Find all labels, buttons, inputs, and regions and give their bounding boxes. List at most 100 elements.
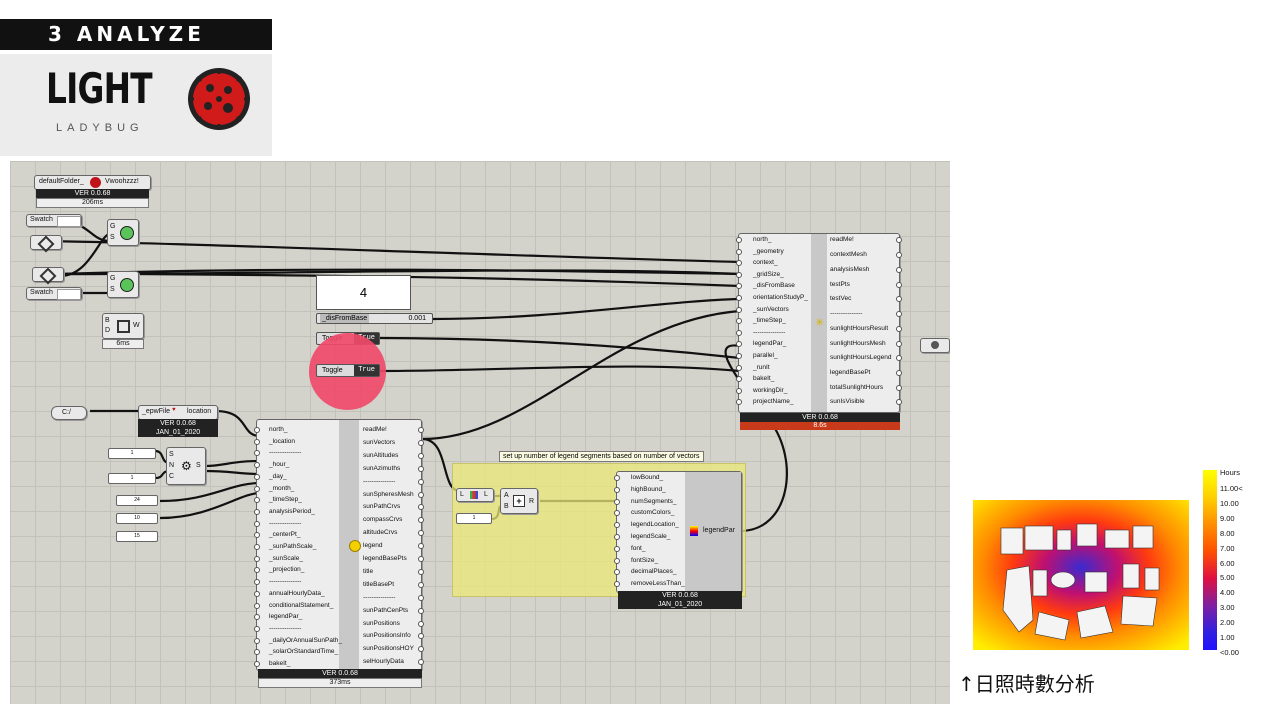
input-port <box>614 581 620 588</box>
version-text: VER 0.0.68 <box>662 592 698 599</box>
version-text: VER 0.0.68 <box>160 420 196 427</box>
sunpath-output-label: titleBasePt <box>363 580 395 588</box>
legend-par-input-label: removeLessThan_ <box>631 580 685 588</box>
param-icon <box>39 267 57 285</box>
toggle-run-it[interactable]: Toggle True <box>316 364 380 377</box>
output-port <box>418 452 424 459</box>
input-port <box>614 569 620 576</box>
sunpath-input-label: _sunScale_ <box>269 554 303 562</box>
output-port <box>418 427 424 433</box>
legend-par-input-label: font_ <box>631 544 646 552</box>
toggle-label: Toggle <box>322 367 343 374</box>
day-input[interactable]: 1 <box>108 473 156 484</box>
legend-label: 8.00 <box>1220 528 1235 538</box>
output-port <box>418 478 424 485</box>
brep-param-icon[interactable] <box>30 235 62 253</box>
sunpath-component[interactable]: north__location---------------_hour__day… <box>254 419 424 671</box>
addition-component[interactable]: A B + R <box>500 488 538 514</box>
sunpath-input-label: analysisPeriod_ <box>269 507 315 515</box>
one-input[interactable]: 1 <box>456 513 492 524</box>
input-port <box>254 485 260 492</box>
sunpath-input-label: _sunPathScale_ <box>269 543 317 550</box>
input-port <box>736 283 742 290</box>
port-w: W <box>133 322 140 329</box>
input-port <box>736 271 742 278</box>
legend-icon <box>690 526 698 536</box>
swatch-component-2[interactable]: Swatch <box>26 287 82 300</box>
sunpath-output-label: --------------- <box>363 477 396 485</box>
input-port <box>254 520 260 527</box>
sunlight-output-label: sunlightHoursMesh <box>830 340 886 347</box>
hour-input[interactable]: 1 <box>108 448 156 459</box>
sunlight-input-label: _disFromBase <box>753 282 795 290</box>
ladybug-icon <box>90 177 101 188</box>
geometry-preview-component[interactable]: G S <box>107 219 139 246</box>
swatch-color[interactable] <box>57 289 81 300</box>
sunlight-output-label: testVec <box>830 295 852 302</box>
import-epw-component[interactable]: _epwFile ♥ location <box>138 405 218 420</box>
sunlight-input-label: _runIt <box>753 363 770 371</box>
legend-par-input-label: lowBound_ <box>631 474 664 481</box>
timestep-input[interactable]: 10 <box>116 513 158 524</box>
slider-value: 0.001 <box>408 315 426 322</box>
legend-par-input-label: highBound_ <box>631 485 666 493</box>
port-d: D <box>105 327 111 334</box>
input-port <box>254 438 260 445</box>
list-length-component[interactable]: L L <box>456 488 494 502</box>
swatch-component[interactable]: Swatch <box>26 214 82 227</box>
slider-label: _disFromBase <box>320 314 370 323</box>
default-folder-component[interactable]: defaultFolder_ Vwoohzzz! <box>34 175 151 190</box>
dis-from-base-slider[interactable]: _disFromBase 0.001 <box>316 313 433 324</box>
legend-par-component[interactable]: lowBound_highBound_numSegments_customCol… <box>614 471 742 593</box>
input-port <box>736 248 742 255</box>
input-port <box>614 557 620 564</box>
period-input[interactable]: 15 <box>116 531 158 542</box>
sunpath-input-label: legendPar_ <box>269 613 303 621</box>
output-port <box>418 556 424 562</box>
port-l: L <box>460 491 464 498</box>
input-port <box>254 473 260 480</box>
geometry-preview-component-2[interactable]: G S <box>107 271 139 298</box>
input-port <box>254 649 260 656</box>
port-b: B <box>504 503 509 510</box>
grasshopper-canvas[interactable]: defaultFolder_ Vwoohzzz! VER 0.0.68 206m… <box>10 161 950 704</box>
ny-icon: ♥ <box>172 407 176 413</box>
input-port <box>254 567 260 574</box>
legend-par-input-label: legendLocation_ <box>631 521 679 529</box>
sunpath-input-label: _centerPt_ <box>269 531 301 539</box>
output-port <box>896 399 902 405</box>
month-input[interactable]: 24 <box>116 495 158 506</box>
output-port <box>418 659 424 666</box>
output-port <box>418 517 424 524</box>
output-label: Vwoohzzz! <box>105 178 139 185</box>
input-port <box>736 260 742 267</box>
sunpath-output-label: sunPositionsHOY <box>363 645 414 653</box>
sunlight-input-label: bakeIt_ <box>753 375 775 383</box>
snc-component[interactable]: S N C ⚙ S <box>166 447 206 485</box>
sunpath-output-label: sunVectors <box>363 438 396 446</box>
sunpath-output-label: sunPathCenPts <box>363 606 409 614</box>
version-bar: VER 0.0.68 JAN_01_2020 <box>618 591 742 609</box>
sunlight-input-label: legendPar_ <box>753 340 787 348</box>
output-label: legendPar <box>703 527 735 534</box>
input-label: _epwFile <box>142 408 171 415</box>
value-panel[interactable]: 4 <box>316 275 411 310</box>
output-port <box>418 607 424 614</box>
port-s: S <box>169 451 174 458</box>
swatch-color[interactable] <box>57 216 81 227</box>
sunpath-input-label: conditionalStatement_ <box>269 601 334 609</box>
box-icon <box>117 320 130 333</box>
ladybug-logo <box>188 68 250 130</box>
port-c: C <box>169 473 175 480</box>
input-port <box>254 625 260 632</box>
legend-label: 11.00< <box>1220 484 1243 493</box>
sunpath-input-label: _solarOrStandardTime_ <box>269 648 339 656</box>
input-port <box>254 590 260 597</box>
brep-param-icon-2[interactable] <box>32 267 64 285</box>
port-g: G <box>110 223 116 230</box>
sunlight-input-label: projectName_ <box>753 398 794 406</box>
bw-component[interactable]: B D W <box>102 313 144 339</box>
file-path-param[interactable]: C:/ <box>51 406 87 420</box>
output-param[interactable] <box>920 338 950 353</box>
